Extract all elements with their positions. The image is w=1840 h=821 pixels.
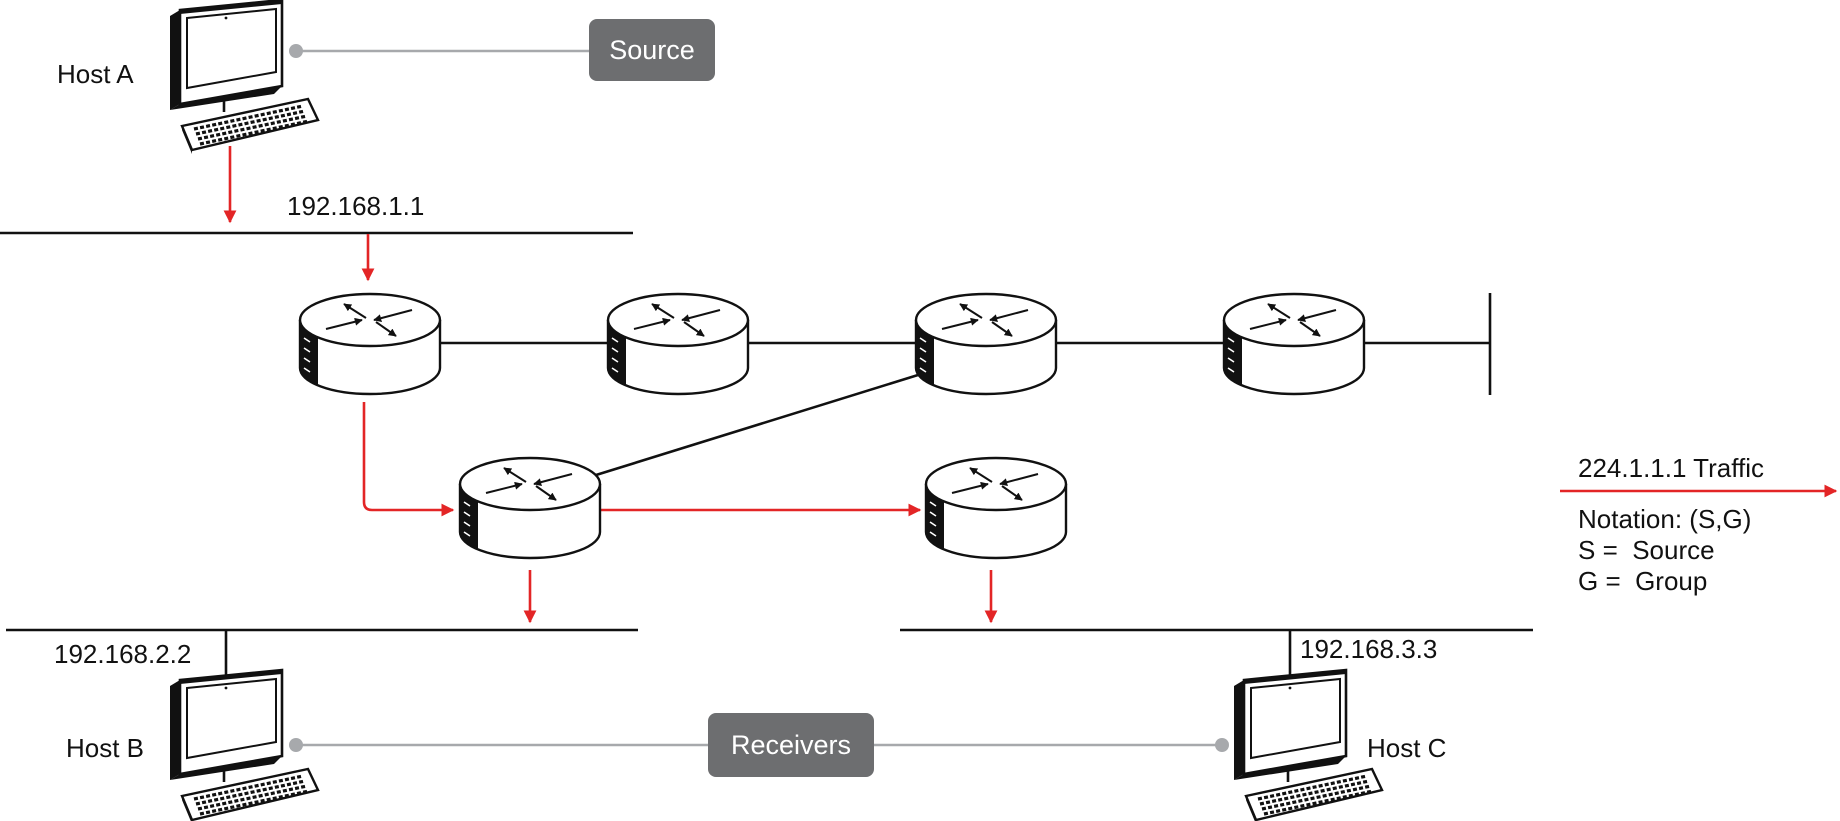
hostb-connector-dot bbox=[289, 738, 303, 752]
legend-group-definition: G = Group bbox=[1578, 566, 1708, 596]
router-3-icon bbox=[916, 294, 1056, 394]
legend-source-definition: S = Source bbox=[1578, 535, 1715, 565]
link-r5-r3 bbox=[595, 373, 919, 477]
tag-connectors bbox=[289, 44, 1229, 752]
source-tag: Source bbox=[589, 19, 715, 81]
router-2-icon bbox=[608, 294, 748, 394]
hostc-connector-dot bbox=[1215, 738, 1229, 752]
router-1-icon bbox=[300, 294, 440, 394]
host-b-address: 192.168.2.2 bbox=[54, 639, 192, 669]
host-a-computer-icon bbox=[168, 0, 320, 156]
network-links bbox=[0, 231, 1533, 686]
host-c-computer-icon bbox=[1232, 668, 1384, 821]
router-5-icon bbox=[460, 458, 600, 558]
host-c-address: 192.168.3.3 bbox=[1300, 634, 1438, 664]
host-b-label: Host B bbox=[66, 733, 145, 763]
receivers-tag: Receivers bbox=[708, 713, 874, 777]
multicast-traffic-path bbox=[223, 146, 1838, 624]
source-connector-dot bbox=[289, 44, 303, 58]
host-a-address: 192.168.1.1 bbox=[287, 191, 425, 221]
arrow-r1-to-r5 bbox=[362, 402, 455, 517]
legend-notation: Notation: (S,G) bbox=[1578, 504, 1752, 534]
router-4-icon bbox=[1224, 294, 1364, 394]
legend-traffic-label: 224.1.1.1 Traffic bbox=[1578, 453, 1764, 483]
router-6-icon bbox=[926, 458, 1066, 558]
host-a-label: Host A bbox=[57, 59, 134, 89]
host-c-label: Host C bbox=[1367, 733, 1447, 763]
